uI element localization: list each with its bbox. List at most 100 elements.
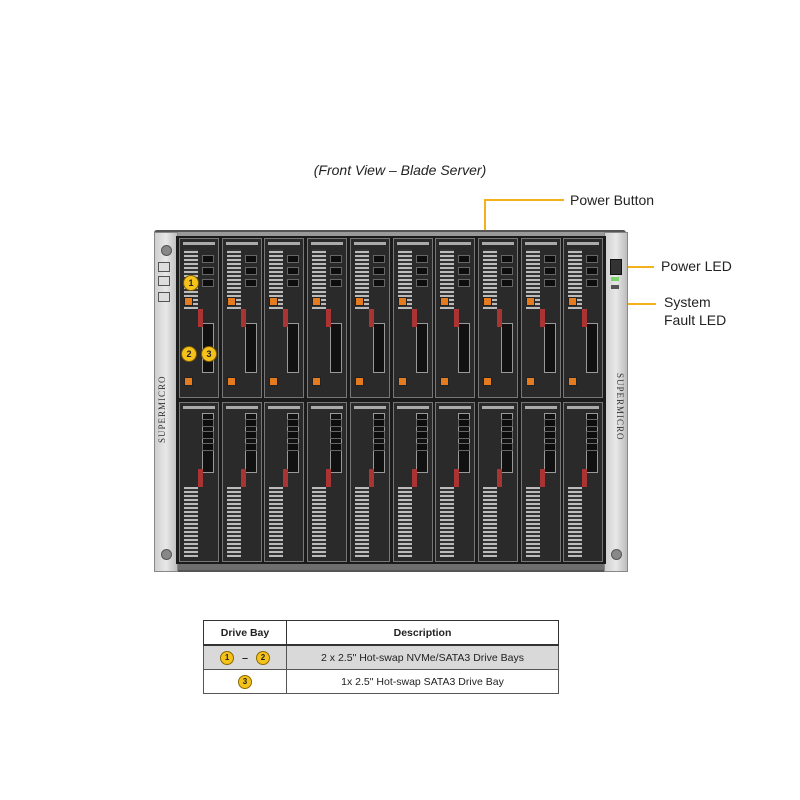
drive-tray[interactable]: [330, 323, 343, 373]
management-port[interactable]: [158, 276, 170, 286]
drive-slot: [586, 431, 599, 439]
drive-latch[interactable]: [226, 377, 236, 386]
drive-slot: [586, 267, 599, 275]
blade-node: [435, 402, 476, 562]
pull-tab[interactable]: [240, 309, 246, 327]
drive-slot: [500, 419, 513, 427]
drive-latch[interactable]: [184, 377, 193, 386]
drive-tray[interactable]: [500, 323, 513, 373]
drive-latch[interactable]: [226, 297, 236, 306]
blade-node: [392, 238, 433, 398]
description-cell: 1x 2.5" Hot-swap SATA3 Drive Bay: [286, 669, 559, 694]
pull-tab[interactable]: [283, 309, 289, 327]
blade-label-strip: [524, 242, 557, 245]
pull-tab[interactable]: [368, 309, 374, 327]
drive-slot: [500, 255, 513, 263]
vent-grille: [226, 487, 241, 557]
drive-latch[interactable]: [269, 297, 279, 306]
blade-label-strip: [567, 242, 600, 245]
pull-tab[interactable]: [454, 309, 460, 327]
drive-slot: [458, 443, 471, 451]
drive-latch[interactable]: [354, 377, 364, 386]
drive-latch[interactable]: [568, 297, 578, 306]
blade-node: [520, 238, 561, 398]
pull-tab[interactable]: [198, 469, 203, 487]
vent-grille: [482, 487, 497, 557]
vent-grille: [440, 487, 455, 557]
drive-slot: [543, 279, 556, 287]
drive-slot: [543, 255, 556, 263]
drive-slot: [586, 255, 599, 263]
power-led: [611, 277, 619, 281]
management-port[interactable]: [158, 262, 170, 272]
drive-latch[interactable]: [397, 297, 407, 306]
blade-label-strip: [225, 406, 258, 409]
pull-tab[interactable]: [582, 469, 588, 487]
drive-latch[interactable]: [184, 297, 193, 306]
pull-tab[interactable]: [582, 309, 588, 327]
drive-latch[interactable]: [525, 377, 535, 386]
blade-node: [307, 402, 348, 562]
power-led-callout-line: [622, 266, 654, 268]
pull-tab[interactable]: [326, 469, 332, 487]
drive-slot: [543, 267, 556, 275]
drive-slot: [415, 267, 428, 275]
pull-tab[interactable]: [496, 309, 502, 327]
pull-tab[interactable]: [240, 469, 246, 487]
drive-slot: [330, 279, 343, 287]
pull-tab[interactable]: [368, 469, 374, 487]
drive-latch[interactable]: [482, 377, 492, 386]
pull-tab[interactable]: [496, 469, 502, 487]
blade-node: [349, 402, 390, 562]
drive-latch[interactable]: [354, 297, 364, 306]
drive-tray[interactable]: [458, 323, 471, 373]
drive-slot: [458, 267, 471, 275]
usb-port[interactable]: [158, 292, 170, 302]
pull-tab[interactable]: [454, 469, 460, 487]
blade-node: [477, 402, 518, 562]
drive-bay-marker-icon: 1: [220, 650, 235, 665]
drive-slot: [586, 279, 599, 287]
drive-latch[interactable]: [312, 297, 322, 306]
drive-latch[interactable]: [397, 377, 407, 386]
drive-latch[interactable]: [440, 377, 450, 386]
drive-tray[interactable]: [287, 323, 300, 373]
drive-slot: [202, 279, 214, 287]
drive-tray[interactable]: [244, 323, 257, 373]
vent-grille: [440, 249, 455, 309]
pull-tab[interactable]: [411, 309, 417, 327]
vent-grille: [397, 487, 412, 557]
pull-tab[interactable]: [283, 469, 289, 487]
vent-grille: [354, 487, 369, 557]
power-button[interactable]: [610, 259, 622, 275]
drive-latch[interactable]: [525, 297, 535, 306]
blade-node: [520, 402, 561, 562]
vent-grille: [184, 487, 198, 557]
drive-tray[interactable]: [586, 323, 599, 373]
drive-latch[interactable]: [568, 377, 578, 386]
pull-tab[interactable]: [198, 309, 203, 327]
blade-label-strip: [353, 242, 386, 245]
drive-latch[interactable]: [440, 297, 450, 306]
right-chassis-ear: SUPERMICRO: [604, 232, 628, 572]
blade-label-strip: [311, 406, 344, 409]
pull-tab[interactable]: [539, 309, 545, 327]
pull-tab[interactable]: [326, 309, 332, 327]
blade-label-strip: [353, 406, 386, 409]
drive-slot: [202, 431, 214, 439]
figure-caption: (Front View – Blade Server): [313, 162, 487, 178]
blade-label-strip: [396, 242, 429, 245]
pull-tab[interactable]: [539, 469, 545, 487]
drive-latch[interactable]: [312, 377, 322, 386]
drive-tray[interactable]: [543, 323, 556, 373]
blade-label-strip: [183, 406, 215, 409]
drive-slot: [287, 255, 300, 263]
drive-tray[interactable]: [415, 323, 428, 373]
brand-logo-left: SUPERMICRO: [157, 375, 167, 443]
drive-latch[interactable]: [482, 297, 492, 306]
pull-tab[interactable]: [411, 469, 417, 487]
drive-latch[interactable]: [269, 377, 279, 386]
power-led-label: Power LED: [661, 258, 732, 274]
drive-slot: [244, 431, 257, 439]
drive-tray[interactable]: [372, 323, 385, 373]
